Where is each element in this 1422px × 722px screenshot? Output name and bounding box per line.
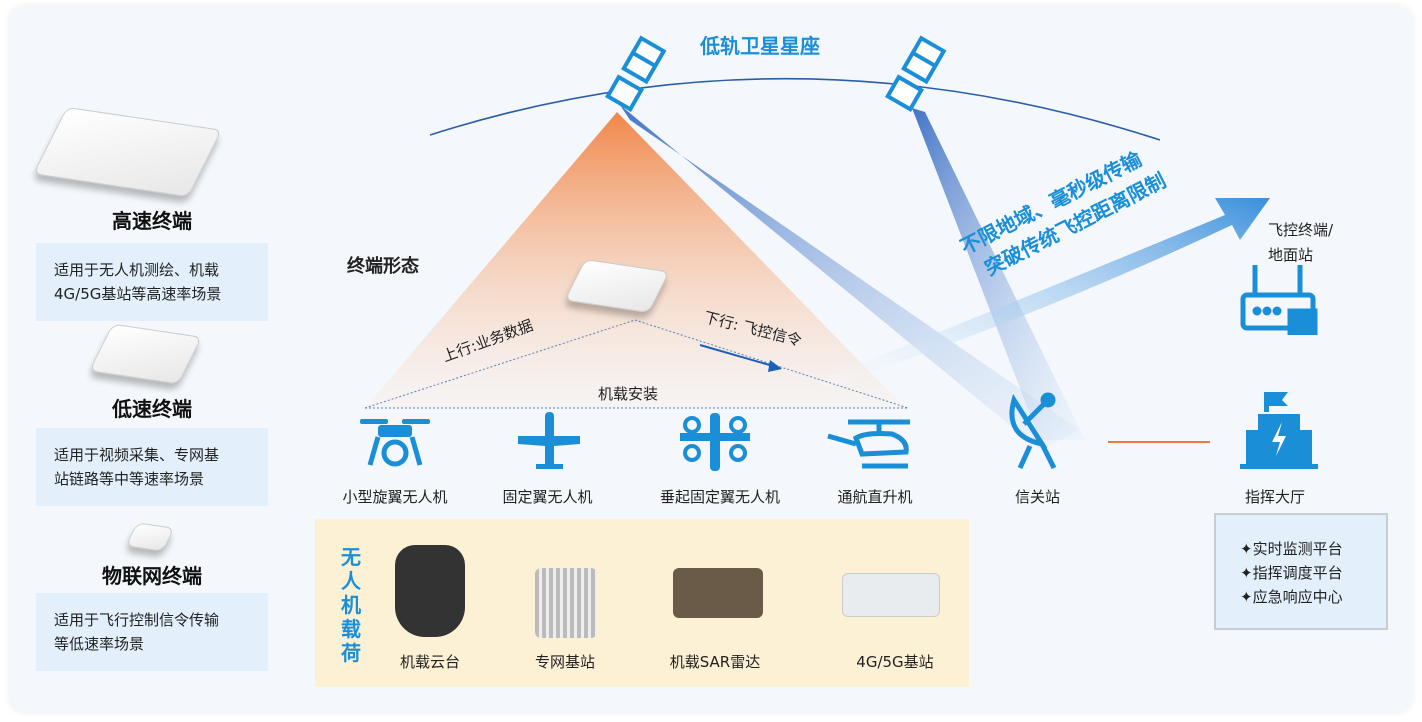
gimbal-image	[395, 545, 465, 637]
transmission-arrow	[820, 198, 1270, 388]
private-base-station-image	[535, 568, 597, 638]
satellite-icon-1	[605, 35, 667, 112]
rotor-drone-icon	[360, 419, 430, 467]
command-center-icon	[1240, 392, 1318, 469]
satellite-constellation-title: 低轨卫星星座	[700, 34, 820, 58]
desc-line: 适用于视频采集、专网基	[54, 446, 220, 464]
satellite-icon-2	[885, 35, 947, 112]
platform-list: ✦实时监测平台 ✦指挥调度平台 ✦应急响应中心	[1214, 513, 1388, 630]
desc-line: 适用于飞行控制信令传输	[54, 611, 220, 629]
terminal-form-title: 终端形态	[347, 256, 419, 277]
platform-item: ✦应急响应中心	[1240, 588, 1343, 606]
helicopter-icon	[827, 419, 910, 469]
satellite-link-beam-1	[620, 105, 1080, 450]
ground-terminal-label: 飞控终端/地面站	[1268, 218, 1333, 268]
label-line: 飞控终端/	[1268, 221, 1334, 239]
payload-label: 专网基站	[534, 653, 595, 671]
vtol-drone-icon	[680, 413, 750, 471]
high-speed-terminal-desc: 适用于无人机测绘、机载 4G/5G基站等高速率场景	[36, 243, 268, 321]
4g5g-base-station-image	[842, 573, 940, 617]
desc-line: 4G/5G基站等高速率场景	[54, 285, 222, 303]
iot-terminal-desc: 适用于飞行控制信令传输等低速率场景	[36, 593, 268, 671]
desc-line: 等低速率场景	[54, 635, 145, 653]
desc-line: 适用于无人机测绘、机载	[54, 261, 220, 279]
payload-label: 4G/5G基站	[856, 653, 934, 671]
coverage-beam	[365, 112, 905, 408]
orbit-arc	[429, 77, 1161, 141]
platform-item: ✦指挥调度平台	[1240, 564, 1343, 582]
payload-label: 机载SAR雷达	[669, 653, 761, 671]
desc-line: 站链路等中等速率场景	[54, 470, 205, 488]
satellite-dish-icon	[1009, 392, 1057, 470]
platform-item: ✦实时监测平台	[1240, 540, 1343, 558]
iot-terminal-title: 物联网终端	[102, 564, 202, 588]
gateway-label: 信关站	[1014, 488, 1060, 506]
aircraft-label: 小型旋翼无人机	[342, 488, 448, 506]
low-speed-terminal-title: 低速终端	[112, 397, 192, 421]
downlink-arrow	[699, 344, 781, 369]
fixed-wing-drone-icon	[518, 412, 580, 469]
aircraft-label: 垂起固定翼无人机	[659, 488, 780, 506]
aircraft-label: 通航直升机	[837, 488, 913, 506]
onboard-left-line	[364, 319, 636, 409]
command-center-label: 指挥大厅	[1244, 488, 1305, 506]
satellite-link-beam-2	[912, 108, 1085, 440]
onboard-label: 机载安装	[598, 385, 659, 403]
payload-label: 机载云台	[399, 653, 460, 671]
low-speed-terminal-desc: 适用于视频采集、专网基站链路等中等速率场景	[36, 428, 268, 506]
aircraft-label: 固定翼无人机	[502, 488, 593, 506]
router-icon	[1240, 265, 1318, 335]
payload-title: 无人机载荷	[341, 545, 361, 665]
label-line: 地面站	[1268, 246, 1314, 264]
sar-radar-image	[673, 568, 763, 618]
high-speed-terminal-title: 高速终端	[112, 209, 192, 233]
downlink-arrowhead	[768, 360, 782, 372]
